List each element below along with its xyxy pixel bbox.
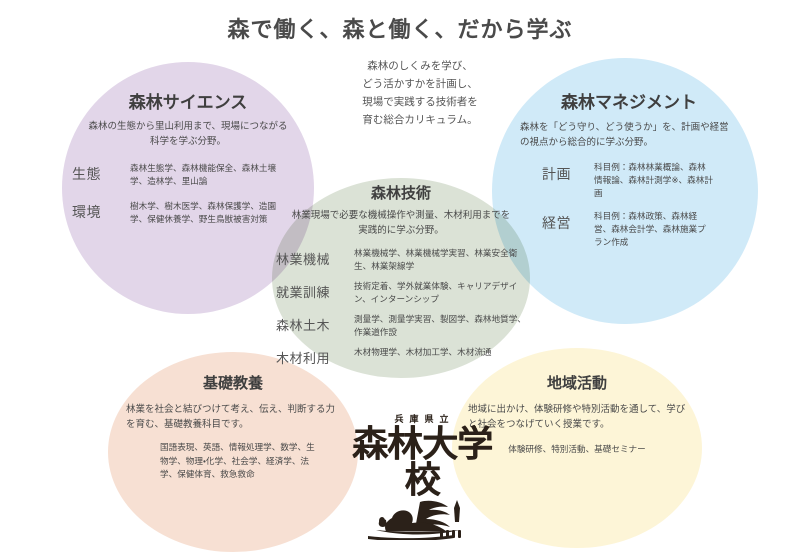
center-caption: 森林のしくみを学び、 どう活かすかを計画し、 現場で実践する技術者を 育む総合カ… (362, 60, 478, 126)
technology-row-label: 就業訓練 (276, 286, 331, 302)
technology-row-text: 林業機械学、林業機械学実習、林業安全衛生、林業架線学 (354, 249, 518, 273)
technology-lead: 林業現場で必要な機械操作や測量、木材利用までを実践的に学ぶ分野。 (291, 210, 511, 236)
technology-row: 就業訓練 技術定着、学外就業体験、キャリアデザイン、インターンシップ (276, 281, 530, 307)
local-subjects: 体験研修、特別活動、基礎セミナー (508, 445, 646, 456)
circle-basics (108, 352, 358, 552)
management-row-label: 計画 (542, 167, 571, 184)
basics-subjects: 国語表現、英語、情報処理学、数学、生物学、物理・化学、社会学、経済学、法学、保健… (160, 443, 315, 481)
science-row-text: 森林生態学、森林機能保全、森林土壌学、造林学、里山論 (130, 164, 277, 188)
technology-row-text: 木材物理学、木材加工学、木材流通 (354, 347, 492, 358)
management-row: 計画 科目例：森林林業概論、森林情報論、森林計測学※、森林計画 (542, 162, 762, 201)
circle-management (492, 58, 758, 324)
technology-row: 林業機械 林業機械学、林業機械学実習、林業安全衛生、林業架線学 (276, 248, 530, 274)
section-local: 地域活動 地域に出かけ、体験研修や特別活動を通して、学びと社会をつなげていく授業… (452, 372, 702, 458)
circle-local (452, 348, 702, 548)
science-rows: 生態 森林生態学、森林機能保全、森林土壌学、造林学、里山論 環境 樹木学、樹木医… (62, 163, 314, 227)
squirrel-icon (352, 496, 492, 544)
management-row-text: 科目例：森林政策、森林経営、森林会計学、森林施業プラン作成 (594, 212, 706, 248)
technology-rows: 林業機械 林業機械学、林業機械学実習、林業安全衛生、林業架線学 就業訓練 技術定… (272, 248, 530, 366)
technology-row-text: 技術定着、学外就業体験、キャリアデザイン、インターンシップ (354, 282, 518, 306)
technology-row-text: 測量学、測量学実習、製図学、森林地質学、作業道作設 (354, 315, 526, 338)
management-row-text: 科目例：森林林業概論、森林情報論、森林計測学※、森林計画 (594, 163, 713, 200)
page-title: 森で働く、森と働く、だから学ぶ (227, 18, 573, 43)
management-row-label: 経営 (542, 216, 571, 233)
technology-row: 森林土木 測量学、測量学実習、製図学、森林地質学、作業道作設 (276, 314, 530, 340)
technology-row-label: 森林土木 (276, 319, 331, 334)
management-row: 経営 科目例：森林政策、森林経営、森林会計学、森林施業プラン作成 (542, 211, 762, 250)
logo-prefecture-text: 兵庫県立 (394, 415, 455, 425)
technology-row: 木材利用 木材物理学、木材加工学、木材流通 (276, 347, 530, 367)
section-technology: 森林技術 林業現場で必要な機械操作や測量、木材利用までを実践的に学ぶ分野。 林業… (272, 182, 530, 374)
section-management: 森林マネジメント 森林を「どう守り、どう使うか」を、計画や経営の視点から総合的に… (496, 88, 762, 260)
basics-heading: 基礎教養 (202, 374, 263, 392)
science-row: 環境 樹木学、樹木医学、森林保護学、造園学、保健休養学、野生鳥獣被害対策 (72, 201, 314, 227)
management-heading: 森林マネジメント (561, 93, 697, 113)
technology-row-label: 林業機械 (276, 253, 331, 269)
local-lead: 地域に出かけ、体験研修や特別活動を通して、学びと社会をつなげていく授業です。 (468, 404, 686, 430)
management-rows: 計画 科目例：森林林業概論、森林情報論、森林計測学※、森林計画 経営 科目例：森… (496, 162, 762, 249)
technology-row-label: 木材利用 (276, 351, 331, 367)
science-heading: 森林サイエンス (128, 93, 248, 113)
technology-heading: 森林技術 (370, 184, 431, 202)
science-row-label: 環境 (72, 205, 101, 222)
circle-technology (272, 178, 530, 378)
science-row: 生態 森林生態学、森林機能保全、森林土壌学、造林学、里山論 (72, 163, 314, 189)
section-basics: 基礎教養 林業を社会と結びつけて考え、伝え、判断する力を育む、基礎教養科目です。… (108, 372, 358, 482)
logo-school-name: 森林大学校 (352, 423, 493, 501)
management-lead: 森林を「どう守り、どう使うか」を、計画や経営の視点から総合的に学ぶ分野。 (520, 122, 729, 148)
science-lead: 森林の生態から里山利用まで、現場につながる科学を学ぶ分野。 (88, 121, 288, 147)
science-row-label: 生態 (72, 167, 101, 184)
basics-lead: 林業を社会と結びつけて考え、伝え、判断する力を育む、基礎教養科目です。 (126, 404, 336, 430)
science-row-text: 樹木学、樹木医学、森林保護学、造園学、保健休養学、野生鳥獣被害対策 (130, 202, 277, 226)
local-heading: 地域活動 (546, 374, 607, 392)
section-science: 森林サイエンス 森林の生態から里山利用まで、現場につながる科学を学ぶ分野。 生態… (62, 88, 314, 239)
school-logo: 兵庫県立 森林大学校 (352, 412, 493, 552)
